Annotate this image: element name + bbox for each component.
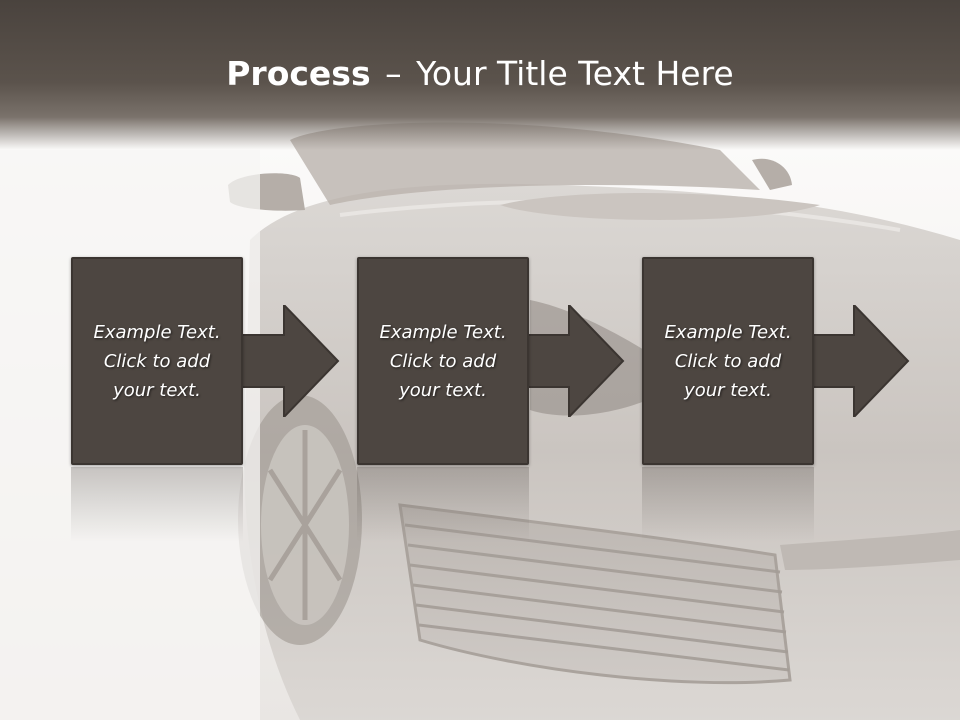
step-2-box[interactable]: Example Text. Click to add your text. xyxy=(357,257,529,465)
step-2-reflection xyxy=(357,467,529,542)
slide-title[interactable]: Process – Your Title Text Here xyxy=(0,52,960,96)
step-1-reflection xyxy=(71,467,243,542)
title-separator: – xyxy=(385,54,402,93)
step-3-text[interactable]: Example Text. Click to add your text. xyxy=(664,321,792,401)
step-3-reflection xyxy=(642,467,814,542)
title-bold: Process xyxy=(226,54,371,93)
step-1-box[interactable]: Example Text. Click to add your text. xyxy=(71,257,243,465)
step-2-arrow xyxy=(525,305,625,417)
step-3-box[interactable]: Example Text. Click to add your text. xyxy=(642,257,814,465)
step-2-text[interactable]: Example Text. Click to add your text. xyxy=(379,321,507,401)
step-1-arrow xyxy=(240,305,340,417)
title-rest: Your Title Text Here xyxy=(416,54,734,93)
step-1-text[interactable]: Example Text. Click to add your text. xyxy=(93,321,221,401)
step-3-arrow xyxy=(810,305,910,417)
title-bar xyxy=(0,0,960,150)
